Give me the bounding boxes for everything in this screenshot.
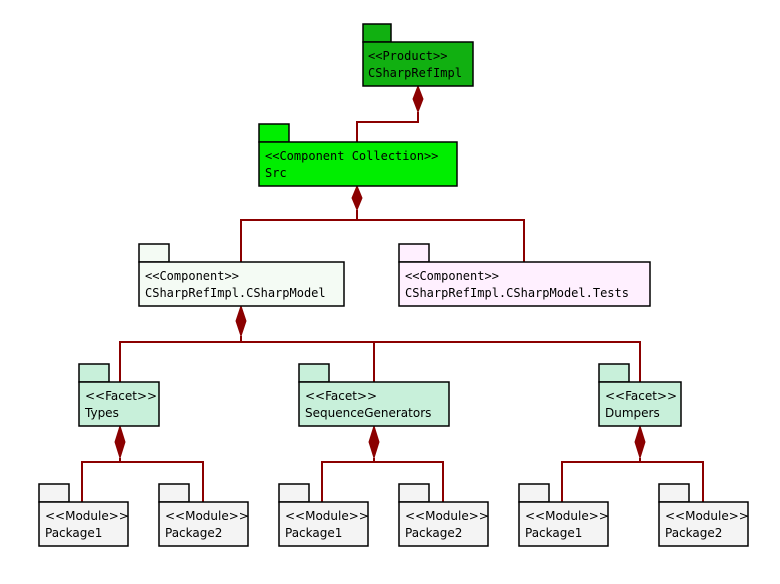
package-body — [158, 501, 249, 547]
package-tab — [138, 243, 170, 263]
package-tab — [362, 23, 392, 43]
composition-diamond — [368, 424, 380, 460]
package-name: Package1 — [285, 526, 342, 540]
composition-diamond — [351, 184, 363, 212]
package-body — [258, 141, 458, 187]
package-stereotype: <<Module>> — [665, 509, 749, 523]
package-tab — [398, 483, 430, 503]
edge-model-types — [119, 336, 242, 382]
package-tab — [278, 483, 310, 503]
package-name: Types — [84, 406, 119, 420]
package-body — [362, 41, 474, 87]
package-stereotype: <<Module>> — [525, 509, 609, 523]
package-body — [518, 501, 609, 547]
composition-diamond — [235, 304, 247, 338]
package-facet-seqgen[interactable]: <<Facet>> SequenceGenerators — [298, 363, 450, 427]
package-stereotype: <<Module>> — [405, 509, 489, 523]
package-stereotype: <<Component Collection>> — [265, 149, 438, 163]
package-module-dumpers-package1[interactable]: <<Module>> Package1 — [518, 483, 609, 547]
package-component-tests[interactable]: <<Component>> CSharpRefImpl.CSharpModel.… — [398, 243, 651, 307]
package-name: Dumpers — [605, 406, 660, 420]
package-tab — [398, 243, 430, 263]
composition-edges — [81, 84, 704, 502]
package-stereotype: <<Facet>> — [305, 389, 377, 403]
composition-diamond — [634, 424, 646, 460]
package-body — [138, 261, 345, 307]
package-src[interactable]: <<Component Collection>> Src — [258, 123, 458, 187]
package-stereotype: <<Module>> — [45, 509, 129, 523]
composition-diamond — [114, 424, 126, 460]
package-tab — [158, 483, 190, 503]
package-body — [598, 381, 682, 427]
edge-types-p2 — [120, 461, 204, 502]
package-body — [78, 381, 160, 427]
package-tab — [518, 483, 550, 503]
package-name: CSharpRefImpl — [368, 66, 462, 80]
package-body — [658, 501, 749, 547]
composition-diamond — [412, 84, 424, 114]
package-tab — [658, 483, 690, 503]
package-name: Package1 — [525, 526, 582, 540]
edge-product-src — [356, 112, 419, 142]
package-name: CSharpRefImpl.CSharpModel — [145, 286, 326, 300]
package-tab — [78, 363, 110, 383]
package-body — [38, 501, 129, 547]
package-module-types-package2[interactable]: <<Module>> Package2 — [158, 483, 249, 547]
package-name: Package2 — [405, 526, 462, 540]
package-component-model[interactable]: <<Component>> CSharpRefImpl.CSharpModel — [138, 243, 345, 307]
edge-seqgen-p2 — [374, 461, 444, 502]
package-stereotype: <<Module>> — [165, 509, 249, 523]
package-tab — [298, 363, 330, 383]
package-product[interactable]: <<Product>> CSharpRefImpl — [362, 23, 474, 87]
package-name: Package2 — [165, 526, 222, 540]
package-name: Src — [265, 166, 287, 180]
package-name: SequenceGenerators — [305, 406, 431, 420]
package-facet-types[interactable]: <<Facet>> Types — [78, 363, 160, 427]
edge-dumpers-p1 — [561, 458, 641, 502]
edge-model-dumpers — [374, 341, 641, 382]
package-module-types-package1[interactable]: <<Module>> Package1 — [38, 483, 129, 547]
package-facet-dumpers[interactable]: <<Facet>> Dumpers — [598, 363, 682, 427]
package-module-seqgen-package2[interactable]: <<Module>> Package2 — [398, 483, 489, 547]
package-stereotype: <<Component>> — [405, 269, 499, 283]
package-tab — [258, 123, 290, 143]
package-body — [298, 381, 450, 427]
edge-seqgen-p1 — [321, 458, 375, 502]
package-name: CSharpRefImpl.CSharpModel.Tests — [405, 286, 629, 300]
package-module-seqgen-package1[interactable]: <<Module>> Package1 — [278, 483, 369, 547]
package-tab — [598, 363, 630, 383]
package-module-dumpers-package2[interactable]: <<Module>> Package2 — [658, 483, 749, 547]
package-name: Package1 — [45, 526, 102, 540]
edge-dumpers-p2 — [640, 461, 704, 502]
package-stereotype: <<Facet>> — [605, 389, 677, 403]
package-body — [398, 261, 651, 307]
package-stereotype: <<Facet>> — [85, 389, 157, 403]
edge-types-p1 — [81, 458, 121, 502]
package-stereotype: <<Component>> — [145, 269, 239, 283]
package-tab — [38, 483, 70, 503]
package-name: Package2 — [665, 526, 722, 540]
package-stereotype: <<Module>> — [285, 509, 369, 523]
package-stereotype: <<Product>> — [368, 49, 447, 63]
edge-src-tests — [357, 219, 525, 262]
package-body — [278, 501, 369, 547]
edge-src-model — [240, 210, 358, 262]
package-body — [398, 501, 489, 547]
